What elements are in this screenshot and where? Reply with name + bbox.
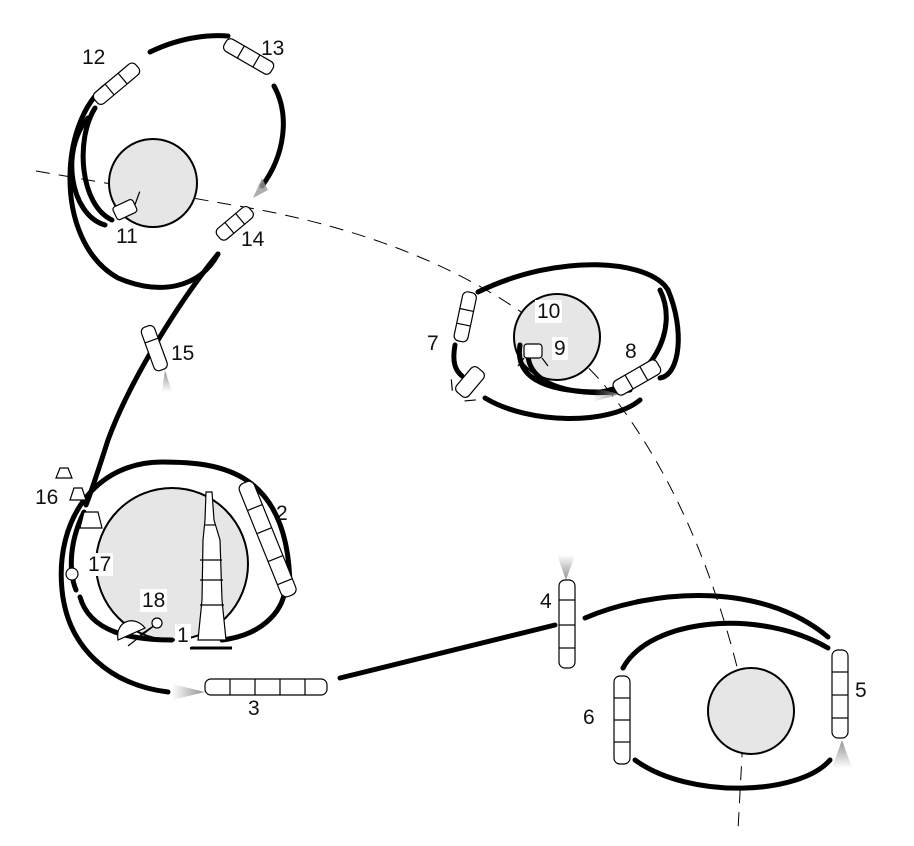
stage-label-12: 12 — [82, 46, 106, 69]
spacecraft-icon — [558, 579, 576, 669]
stage-label-13: 13 — [261, 37, 285, 60]
stage-label-7: 7 — [427, 332, 439, 355]
transfer-trajectory — [35, 170, 746, 831]
capsule-icon — [140, 324, 168, 372]
stage-label-16: 16 — [35, 486, 59, 509]
reentry-inner-arc — [77, 594, 175, 643]
reentry-arc — [68, 509, 87, 593]
engine-burn-icon — [172, 684, 205, 700]
earth-disc — [95, 487, 249, 641]
engine-burn-icon — [162, 370, 172, 392]
stage-label-17: 17 — [86, 553, 114, 576]
return-orbit-bottom — [632, 757, 833, 791]
stage-label-6: 6 — [583, 706, 595, 729]
engine-burn-icon — [557, 555, 575, 580]
rocket-icon — [238, 480, 297, 598]
spacecraft-icon — [453, 291, 477, 343]
capsule-icon — [65, 567, 79, 581]
lunar-orbit-right — [657, 287, 681, 381]
spacecraft-icon — [613, 675, 631, 765]
rocket-icon — [204, 678, 328, 696]
parking-to-transfer — [337, 622, 558, 681]
stage-label-1: 1 — [175, 624, 191, 647]
stage-label-9: 9 — [552, 337, 568, 360]
return-descent — [83, 251, 221, 508]
moon-inner-loop — [69, 115, 108, 228]
lander-icon — [112, 191, 141, 221]
stage-label-5: 5 — [855, 679, 867, 702]
lunar-orbit-left — [451, 342, 465, 379]
moon-inner-loop-2 — [80, 105, 115, 223]
lunar-orbit-top — [475, 262, 671, 295]
stage-label-2: 2 — [276, 502, 288, 525]
engine-burn-icon — [832, 740, 852, 768]
engine-burn-icon — [593, 388, 620, 402]
lunar-orbit-bottom — [482, 395, 643, 421]
parachute-icon — [117, 617, 163, 647]
stage-label-10: 10 — [535, 300, 563, 323]
transfer-to-loop — [582, 593, 831, 640]
return-orbit-top — [620, 620, 831, 671]
stage-label-3: 3 — [248, 697, 260, 720]
stage-label-4: 4 — [540, 590, 552, 613]
moon-orbit-top — [147, 33, 231, 55]
spacecraft-icons — [55, 38, 849, 765]
capsule-icon — [55, 467, 103, 529]
moon-orbit-left — [67, 79, 221, 290]
stage-label-18: 18 — [140, 589, 168, 612]
spacecraft-icon — [92, 62, 141, 105]
rocket-icon — [190, 491, 232, 650]
trajectory-paths — [58, 33, 833, 791]
stage-label-8: 8 — [625, 340, 637, 363]
lander-icon — [450, 366, 485, 402]
return-body-disc — [707, 667, 795, 755]
stage-label-11: 11 — [116, 225, 138, 248]
stage-label-14: 14 — [241, 228, 265, 251]
stage-label-15: 15 — [171, 342, 195, 365]
lunar-inner-loop-2 — [525, 347, 633, 396]
spacecraft-icon — [612, 359, 662, 396]
spacecraft-icon — [215, 205, 254, 241]
spacecraft-icon — [222, 38, 275, 75]
engine-burn-icons — [162, 178, 852, 768]
lander-icon — [517, 343, 549, 367]
engine-burn-icon — [253, 178, 268, 198]
moon-orbit-right — [259, 83, 286, 189]
spacecraft-icon — [831, 649, 849, 739]
